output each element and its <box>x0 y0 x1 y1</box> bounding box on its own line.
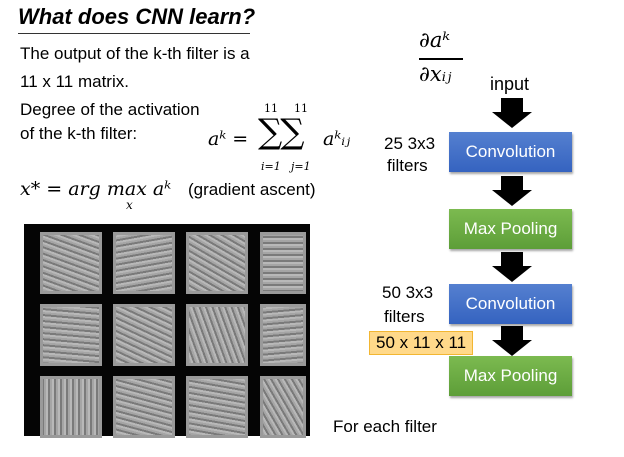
fraction-bar <box>419 58 463 60</box>
filter-tile <box>113 232 175 294</box>
filter-tile <box>40 376 102 438</box>
sum-upper-1: 11 <box>264 102 278 115</box>
filter-tile <box>260 232 306 294</box>
filter-visualization-grid <box>24 224 310 438</box>
filters2-line1: 50 3x3 <box>382 283 434 302</box>
filter-tile <box>186 376 248 438</box>
filter-tile <box>40 232 102 294</box>
shape-badge: 50 x 11 x 11 <box>369 331 474 355</box>
activation-term: aᵏᵢⱼ <box>323 128 351 150</box>
convolution-block-1: Convolution <box>449 132 572 172</box>
sum-symbols: ∑∑ <box>258 112 305 152</box>
convolution-block-2: Convolution <box>449 284 572 324</box>
text-line-4: of the k-th filter: <box>20 124 138 143</box>
filter-tile <box>186 304 248 366</box>
filter-tile <box>113 304 175 366</box>
sum-lower-1: i=1 <box>261 160 281 173</box>
text-line-1: The output of the k-th filter is a <box>20 44 250 63</box>
max-pooling-block-1: Max Pooling <box>449 209 572 249</box>
argmax-equation: x* = arg max aᵏ <box>20 178 172 200</box>
text-line-3: Degree of the activation <box>20 100 200 119</box>
filter-tile <box>260 376 306 438</box>
text-line-2: 11 x 11 matrix. <box>20 72 129 91</box>
filter-tile <box>40 304 102 366</box>
sum-lower-2: j=1 <box>291 160 311 173</box>
input-label: input <box>490 74 530 94</box>
filters2-line2: filters <box>384 307 425 326</box>
filter-tile <box>186 232 248 294</box>
for-each-filter-label: For each filter <box>333 417 437 436</box>
derivative-numerator: ∂aᵏ <box>419 28 451 52</box>
filter-tile <box>260 304 306 366</box>
sum-upper-2: 11 <box>294 102 308 115</box>
max-pooling-block-2: Max Pooling <box>449 356 572 396</box>
filter-tile <box>113 376 175 438</box>
gradient-ascent-label: (gradient ascent) <box>188 180 316 199</box>
derivative-denominator: ∂xᵢⱼ <box>419 62 452 86</box>
slide-title: What does CNN learn? <box>18 4 255 34</box>
activation-lhs: aᵏ = <box>208 128 249 150</box>
argmax-subscript: x <box>126 198 133 212</box>
filters1-line2: filters <box>387 156 428 175</box>
filters1-line1: 25 3x3 <box>384 134 436 153</box>
